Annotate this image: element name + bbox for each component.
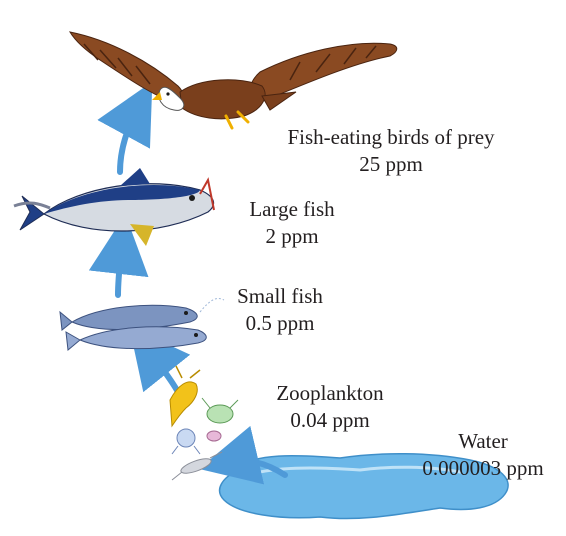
level-concentration: 0.04 ppm <box>250 407 410 434</box>
level-name: Large fish <box>232 196 352 223</box>
level-concentration: 2 ppm <box>232 223 352 250</box>
level-name: Fish-eating birds of prey <box>236 124 546 151</box>
label-water: Water 0.000003 ppm <box>404 428 562 482</box>
label-small-fish: Small fish 0.5 ppm <box>220 283 340 337</box>
arrow-large-fish-to-bird <box>120 108 138 172</box>
label-birds-of-prey: Fish-eating birds of prey 25 ppm <box>236 124 546 178</box>
label-large-fish: Large fish 2 ppm <box>232 196 352 250</box>
level-name: Water <box>404 428 562 455</box>
arrow-small-fish-to-large-fish <box>118 244 122 295</box>
tuna-icon <box>14 168 214 246</box>
small-fish-icon <box>60 299 224 351</box>
level-concentration: 0.000003 ppm <box>404 455 562 482</box>
arrow-zooplankton-to-small-fish <box>148 350 178 392</box>
eagle-icon <box>70 32 397 128</box>
level-name: Small fish <box>220 283 340 310</box>
level-concentration: 0.5 ppm <box>220 310 340 337</box>
label-zooplankton: Zooplankton 0.04 ppm <box>250 380 410 434</box>
level-name: Zooplankton <box>250 380 410 407</box>
level-concentration: 25 ppm <box>236 151 546 178</box>
